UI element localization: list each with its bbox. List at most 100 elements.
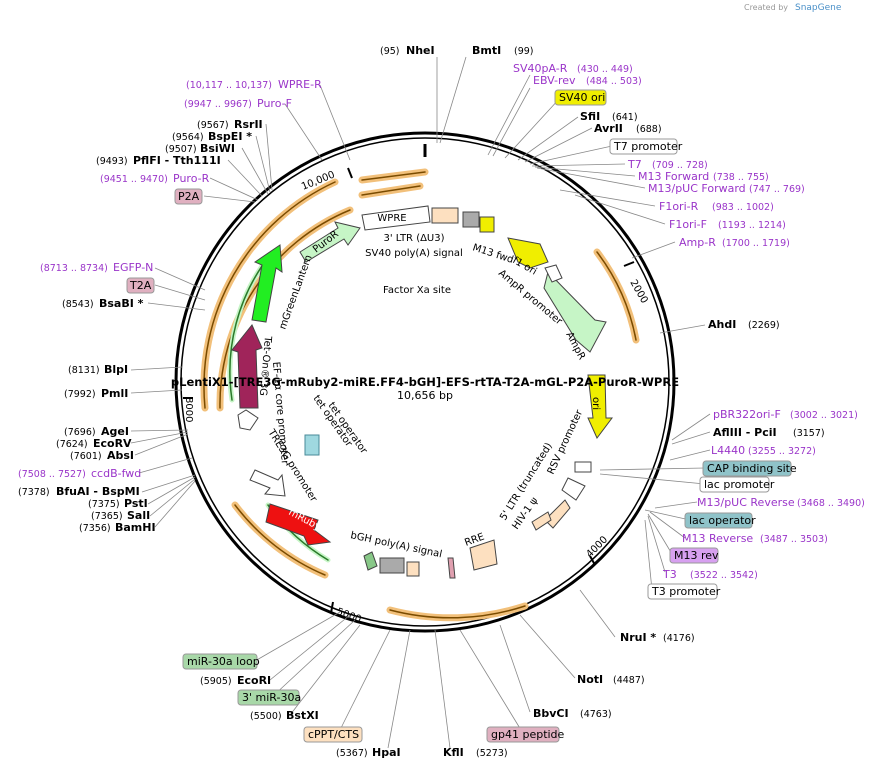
amp-r-name: Amp-R xyxy=(679,236,716,249)
sv40-ori-name: SV40 ori xyxy=(559,91,605,104)
hiv-psi-box xyxy=(531,511,552,531)
nhei-name: NheI xyxy=(406,44,435,57)
tick-2000: 2000 xyxy=(627,278,649,306)
agei-name: AgeI xyxy=(101,425,129,438)
t3-promoter-box xyxy=(647,583,718,600)
ccdb-fwd-pos: (7508 .. 7527) xyxy=(18,469,86,480)
mgreenlantern-arrow xyxy=(251,244,283,323)
noti-pos: (4487) xyxy=(613,675,645,686)
lac-promoter-box xyxy=(561,477,586,501)
f1-ori-arrow xyxy=(507,237,549,269)
absi-name: AbsI xyxy=(107,449,134,462)
bspei-name: BspEI * xyxy=(208,130,252,143)
sv40pa-r-name: SV40pA-R xyxy=(513,62,568,75)
mir30a-3-box xyxy=(237,689,300,706)
m13-rev-box xyxy=(669,547,719,564)
bfuai-pos: (7378) xyxy=(18,487,50,498)
m13-forward-name: M13 Forward xyxy=(638,170,709,183)
pmli-name: PmlI xyxy=(101,387,128,400)
m13-forward-pos: (738 .. 755) xyxy=(713,172,769,183)
afliii-name: AflIII - PciI xyxy=(713,426,777,439)
rre-box xyxy=(469,539,498,571)
t3-promoter-name: T3 promoter xyxy=(651,585,721,598)
m13-rev-name: M13 rev xyxy=(674,549,719,562)
egfp-n-pos: (8713 .. 8734) xyxy=(40,263,108,274)
lac-promoter-label-box xyxy=(699,476,770,493)
wpre-r-name: WPRE-R xyxy=(278,78,322,91)
p2a-box xyxy=(174,188,203,205)
bsiwi-pos: (9507) xyxy=(165,144,197,155)
credit-prefix: Created by xyxy=(744,3,788,12)
bsabi-pos: (8543) xyxy=(62,299,94,310)
ampr-promoter-box xyxy=(544,264,563,283)
hpai-name: HpaI xyxy=(372,746,401,759)
puro-f-name: Puro-F xyxy=(257,97,292,110)
left-labels: (10,117 .. 10,137) WPRE-R (9947 .. 9967)… xyxy=(18,78,322,722)
l4440-name: L4440 xyxy=(711,444,745,457)
bgh-box xyxy=(379,557,405,574)
bfuai-name: BfuAI - BspMI xyxy=(56,485,140,498)
kfli-name: KflI xyxy=(443,746,464,759)
cppt-cts-name: cPPT/CTS xyxy=(308,728,359,741)
cppt-box xyxy=(406,561,420,577)
absi-pos: (7601) xyxy=(70,451,102,462)
mir30a-loop-name: miR-30a loop xyxy=(187,655,260,668)
puro-f-pos: (9947 .. 9967) xyxy=(184,99,252,110)
ahdi-name: AhdI xyxy=(708,318,736,331)
lac-promoter-name: lac promoter xyxy=(704,478,775,491)
bstxi-pos: (5500) xyxy=(250,711,282,722)
plasmid-size: 10,656 bp xyxy=(397,389,453,402)
tre3g-arrow xyxy=(249,469,286,497)
pbr322ori-f-name: pBR322ori-F xyxy=(713,408,781,421)
ori-label: ori xyxy=(590,397,601,410)
bbvci-pos: (4763) xyxy=(580,709,612,720)
bamhi-name: BamHI xyxy=(115,521,156,534)
wpre-box xyxy=(361,205,431,231)
t7-pos: (709 .. 728) xyxy=(652,160,708,171)
f1ori-r-pos: (983 .. 1002) xyxy=(712,202,774,213)
sv40pa-label: SV40 poly(A) signal xyxy=(365,248,463,259)
ecori-pos: (5905) xyxy=(200,676,232,687)
ltr3-label: 3' LTR (ΔU3) xyxy=(383,233,444,244)
bamhi-pos: (7356) xyxy=(79,523,111,534)
ecorv-pos: (7624) xyxy=(56,439,88,450)
psti-pos: (7375) xyxy=(88,499,120,510)
bstxi-name: BstXI xyxy=(286,709,319,722)
f1ori-f-pos: (1193 .. 1214) xyxy=(718,220,786,231)
bspei-pos: (9564) xyxy=(172,132,204,143)
sv40ori-box xyxy=(479,216,495,233)
agei-pos: (7696) xyxy=(64,427,96,438)
avrii-name: AvrII xyxy=(594,122,623,135)
t7-name: T7 xyxy=(627,158,642,171)
puro-r-name: Puro-R xyxy=(173,172,210,185)
cppt-cts-box xyxy=(303,726,363,743)
tick-4000: 4000 xyxy=(584,534,610,560)
afliii-pos: (3157) xyxy=(793,428,825,439)
teton-arrow xyxy=(231,324,263,409)
nhei-pos: (95) xyxy=(380,46,400,57)
puro-r-pos: (9451 .. 9470) xyxy=(100,174,168,185)
plasmid-name: pLentiX1-[TRE3G-mRuby2-miRE.FF4-bGH]-EFS… xyxy=(171,375,679,389)
gp41-peptide-name: gp41 peptide xyxy=(491,728,565,741)
f1ori-f-name: F1ori-F xyxy=(669,218,707,231)
backbone-outer xyxy=(174,131,676,633)
hpai-pos: (5367) xyxy=(336,748,368,759)
credit-brand: SnapGene xyxy=(795,3,842,13)
t2a-name: T2A xyxy=(129,279,152,292)
nrui-pos: (4176) xyxy=(663,633,695,644)
m13-reverse-name: M13 Reverse xyxy=(682,532,753,545)
tet-operator-box xyxy=(304,434,320,456)
gp41-box xyxy=(447,557,456,579)
rsrii-name: RsrII xyxy=(234,118,263,131)
blpi-name: BlpI xyxy=(104,363,128,376)
m13-puc-reverse-pos: (3468 .. 3490) xyxy=(797,498,865,509)
bsabi-name: BsaBI * xyxy=(99,297,144,310)
mgreenlantern-label: mGreenLantern xyxy=(277,254,314,331)
sv40pa-box xyxy=(462,211,480,228)
avrii-pos: (688) xyxy=(636,124,662,135)
mir30a-loop-box xyxy=(182,653,258,670)
lac-operator-box xyxy=(684,512,753,529)
efs-arrow xyxy=(237,409,259,431)
pmli-pos: (7992) xyxy=(64,389,96,400)
